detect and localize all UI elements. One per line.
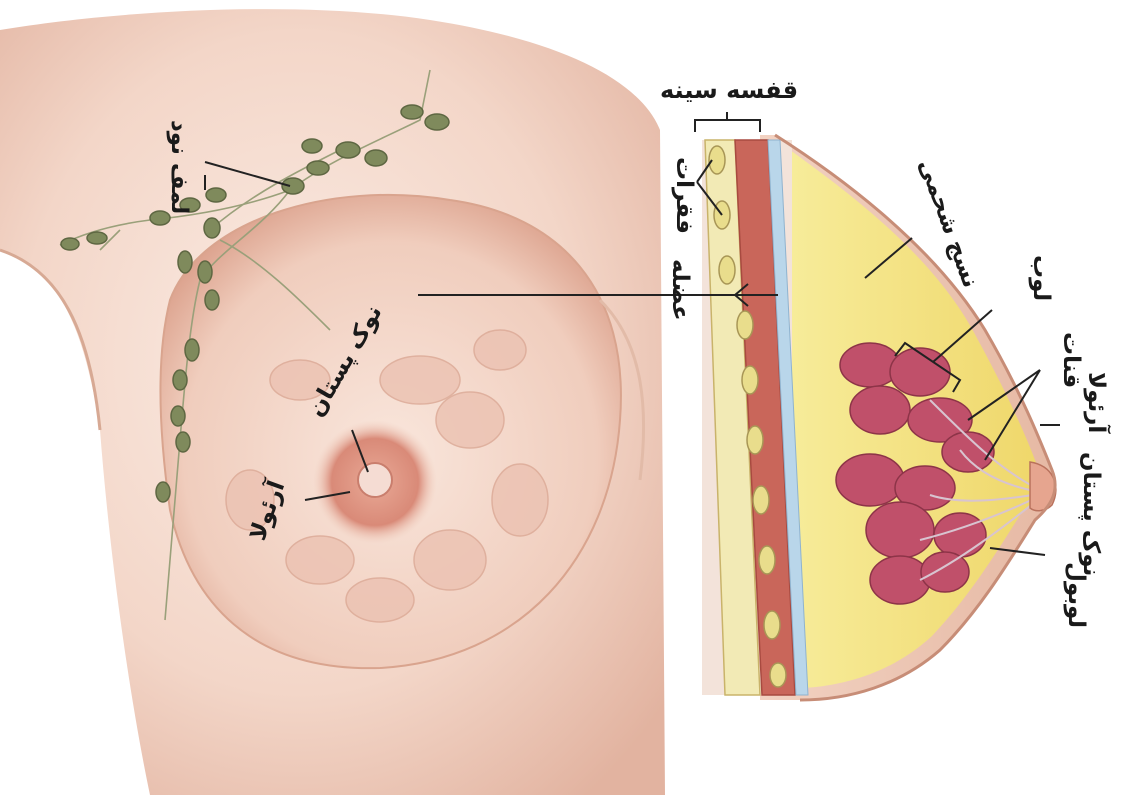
label-lobule: لوبول bbox=[1064, 562, 1087, 628]
label-ribcage: قفسه سینه bbox=[660, 78, 798, 102]
label-lymph-node: لمف نود bbox=[167, 120, 190, 214]
label-lobe: لوب bbox=[1029, 255, 1052, 301]
label-vertebrae: فقرات bbox=[672, 157, 695, 234]
side-view bbox=[702, 135, 1056, 700]
label-muscle: عضله bbox=[668, 259, 691, 321]
label-areola-side: آرئولا bbox=[1084, 372, 1107, 433]
label-nipple-side: نوک پستان bbox=[1079, 452, 1102, 576]
label-ducts: قنات bbox=[1059, 332, 1082, 388]
nipple-front-shape bbox=[358, 463, 392, 497]
